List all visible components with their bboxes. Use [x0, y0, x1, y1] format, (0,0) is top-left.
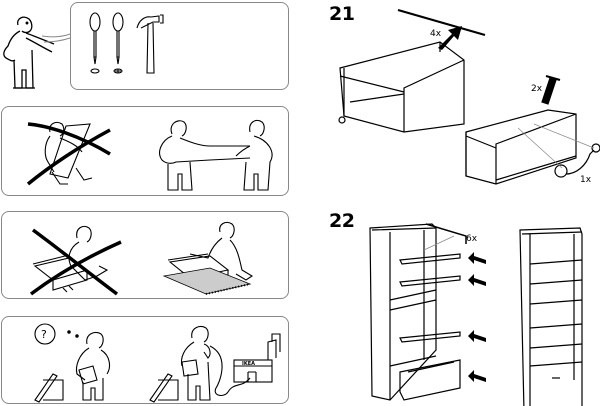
insert-arrow-icon	[438, 26, 462, 50]
two-person-lift-illustration	[159, 119, 273, 191]
insert-arrow-icon	[468, 274, 486, 286]
confused-person-illustration: ?	[34, 323, 111, 403]
rail-rod	[397, 8, 486, 37]
flathead-screwdriver-icon	[89, 12, 101, 74]
tools-panel	[70, 2, 289, 90]
calling-store-illustration: IKEA	[149, 325, 281, 403]
step-21-rail-quantity: 4x	[430, 29, 442, 39]
insert-arrow-icon	[468, 370, 486, 382]
step-21-illustration	[338, 8, 600, 185]
person-pointing-illustration	[3, 16, 55, 89]
speech-bubble-tail	[41, 33, 71, 43]
hard-floor-crossed-illustration	[29, 225, 122, 296]
step-22-pin-quantity: 6x	[466, 234, 478, 244]
soft-surface-illustration	[162, 221, 254, 295]
step-22-number: 22	[329, 210, 355, 232]
single-person-lift-crossed-illustration	[26, 121, 111, 186]
phillips-screwdriver-icon	[112, 12, 124, 74]
step-21-number: 21	[329, 3, 355, 25]
store-sign-text: IKEA	[242, 361, 255, 367]
insert-arrows	[468, 252, 486, 382]
step-21-handle-quantity: 1x	[580, 175, 592, 185]
hammer-icon	[136, 14, 164, 74]
insert-arrow-icon	[468, 330, 486, 342]
question-mark: ?	[41, 328, 47, 341]
step-22-illustration	[369, 223, 583, 406]
step-21-screw-quantity: 2x	[531, 84, 543, 94]
insert-arrow-icon	[468, 252, 486, 264]
